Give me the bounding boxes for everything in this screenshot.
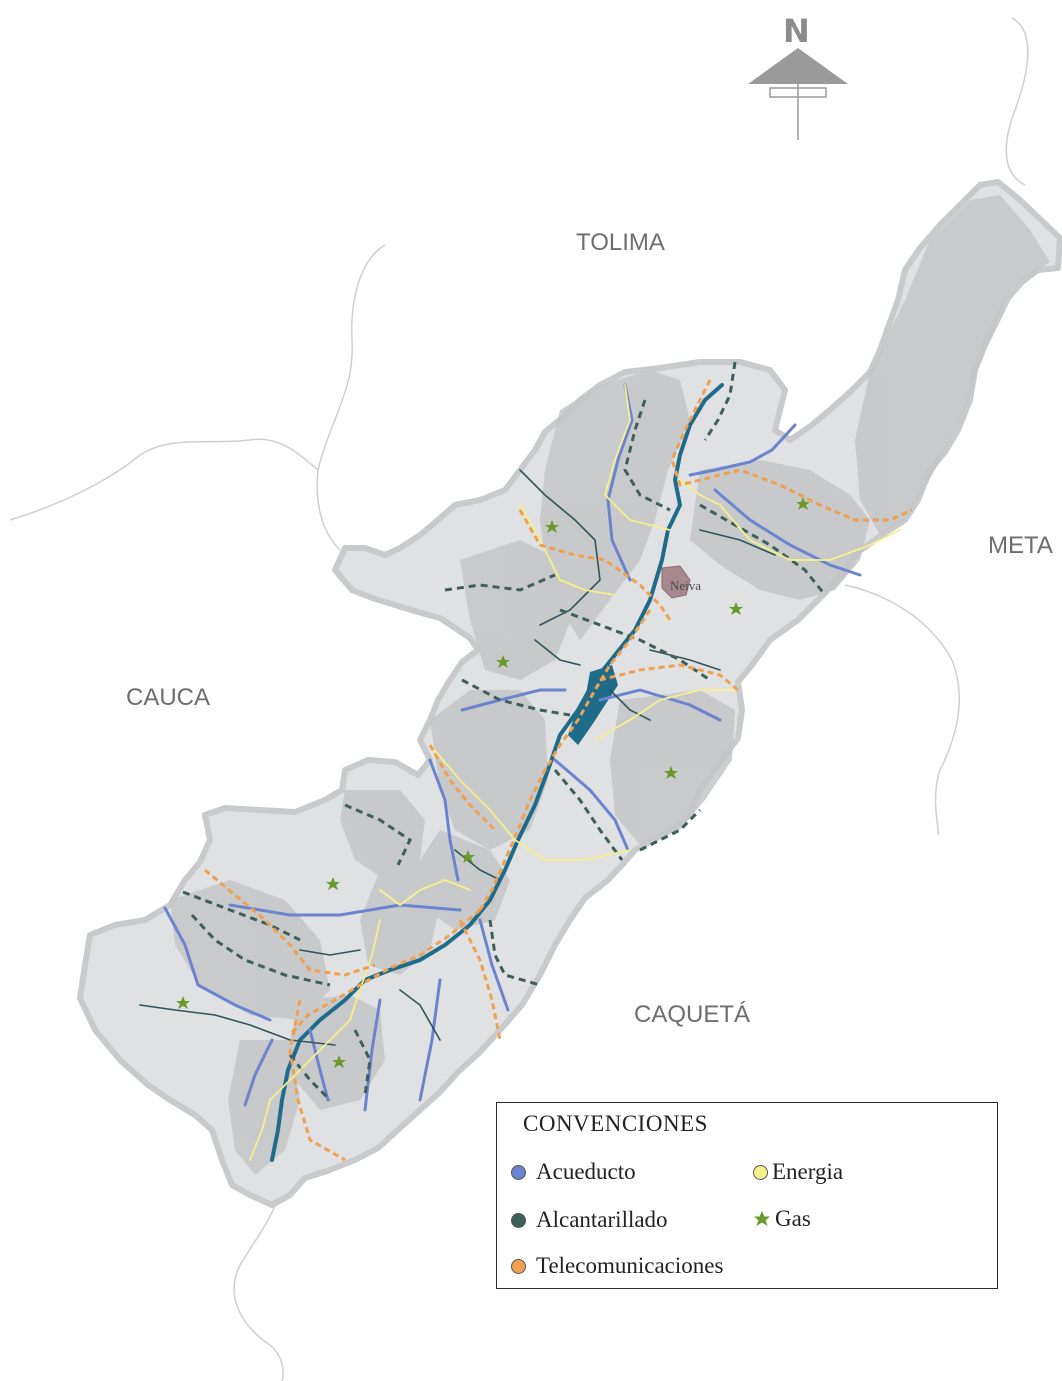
- gas-star-icon: [545, 520, 559, 533]
- department-silhouette: [77, 179, 1062, 1208]
- alcantarillado-network: [139, 469, 776, 1046]
- acueducto-circle-icon: [511, 1164, 526, 1180]
- region-label-cauca: CAUCA: [126, 684, 210, 711]
- legend-label: Telecomunicaciones: [536, 1253, 724, 1278]
- gas-star-icon: [664, 766, 678, 779]
- neiva-label: Neiva: [670, 578, 701, 593]
- legend-label: Alcantarillado: [536, 1207, 668, 1232]
- legend-item-acueducto: Acueducto: [511, 1159, 636, 1185]
- gas-star-icon: [796, 497, 810, 510]
- energia-network: [249, 384, 901, 1161]
- legend-label: Acueducto: [536, 1159, 636, 1184]
- gas-markers: [176, 497, 810, 1068]
- legend-label: Energia: [772, 1159, 844, 1184]
- gas-star-icon: [332, 1055, 346, 1068]
- legend: CONVENCIONES Acueducto Energia Alcantari…: [496, 1102, 998, 1289]
- alcantarillado-dashed: [182, 361, 827, 1102]
- north-arrow-icon: N: [748, 12, 848, 140]
- legend-title: CONVENCIONES: [523, 1111, 708, 1136]
- north-letter: N: [783, 12, 810, 50]
- region-label-meta: META: [988, 532, 1053, 559]
- legend-item-energia: Energia: [753, 1159, 843, 1185]
- acueducto-network: [163, 383, 862, 1112]
- neiva-city: Neiva: [661, 565, 701, 599]
- betania-reservoir: [568, 665, 618, 745]
- gas-star-icon: [496, 655, 510, 668]
- alcantarillado-circle-icon: [511, 1212, 526, 1228]
- gas-star-icon: [326, 877, 340, 890]
- neiva-urban-area: [661, 565, 691, 599]
- telecomunicaciones-network: [204, 379, 913, 1162]
- legend-item-alcantarillado: Alcantarillado: [511, 1207, 668, 1233]
- magdalena-river: [270, 383, 724, 1162]
- region-label-caqueta: CAQUETÁ: [634, 1001, 750, 1028]
- region-label-tolima: TOLIMA: [576, 229, 665, 256]
- energia-circle-icon: [753, 1164, 768, 1180]
- gas-star-icon: [176, 996, 190, 1009]
- legend-item-telecomunicaciones: Telecomunicaciones: [511, 1253, 723, 1279]
- legend-item-gas: Gas: [753, 1206, 811, 1232]
- gas-star-icon: [754, 1211, 770, 1226]
- department-boundaries: [9, 17, 1029, 1381]
- legend-label: Gas: [775, 1206, 811, 1231]
- gas-star-icon: [729, 602, 743, 615]
- telecomunicaciones-circle-icon: [511, 1258, 526, 1274]
- gas-star-icon: [461, 850, 475, 863]
